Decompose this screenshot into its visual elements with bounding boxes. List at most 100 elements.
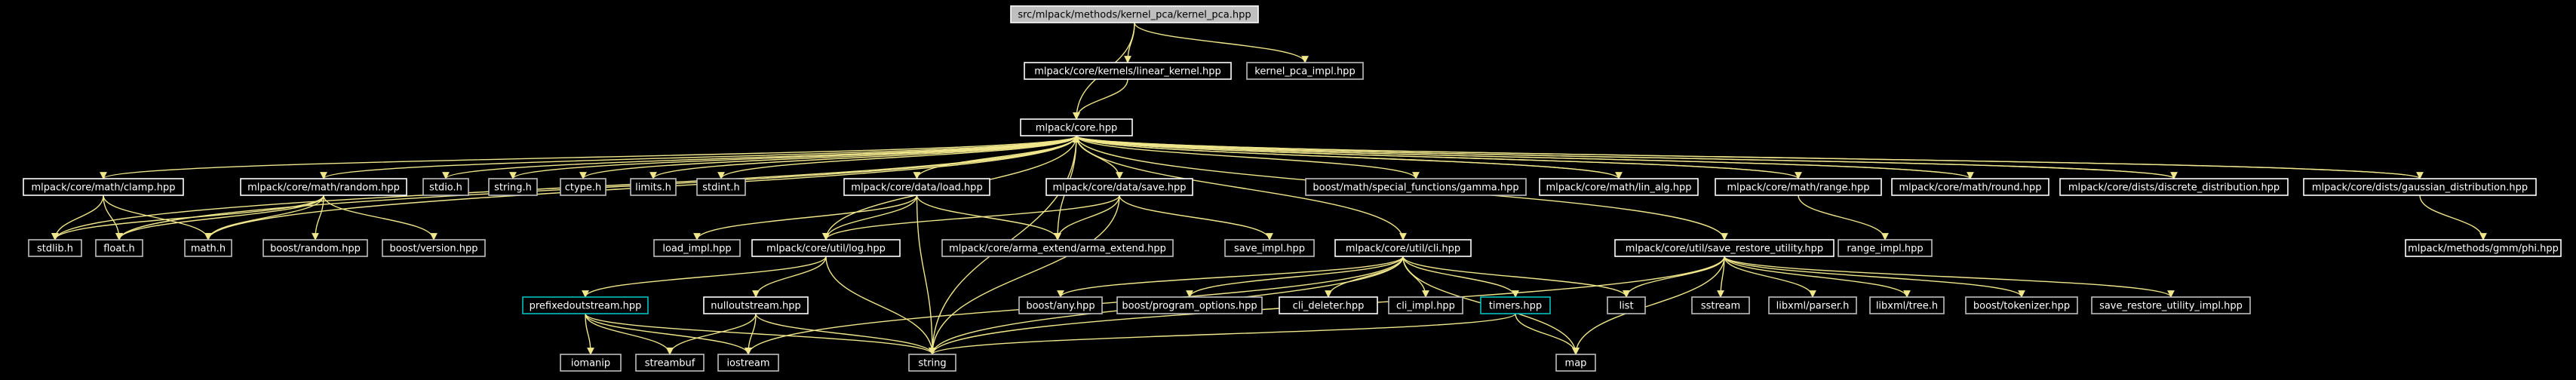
node-label: range_impl.hpp	[1847, 244, 1923, 255]
node-box	[941, 239, 1174, 257]
node-box	[2303, 178, 2537, 196]
node-nullout[interactable]: nulloutstream.hpp	[703, 296, 809, 314]
node-label: float.h	[103, 244, 135, 255]
edge-discrete-to-core	[1073, 135, 2175, 179]
node-box	[630, 178, 677, 196]
node-program-options[interactable]: boost/program_options.hpp	[1116, 296, 1263, 314]
node-stdio[interactable]: stdio.h	[422, 178, 469, 196]
edge-save_restore-to-sru_impl	[1724, 256, 2175, 298]
node-label: mlpack/core/kernels/linear_kernel.hpp	[1034, 66, 1220, 78]
node-root[interactable]: src/mlpack/methods/kernel_pca/kernel_pca…	[1010, 5, 1259, 23]
node-timers[interactable]: timers.hpp	[1480, 296, 1551, 314]
edge-prefixed-to-iostream	[585, 313, 752, 355]
node-label: iomanip	[571, 358, 610, 369]
node-clamp[interactable]: mlpack/core/math/clamp.hpp	[23, 178, 184, 196]
node-boost-version[interactable]: boost/version.hpp	[382, 239, 486, 257]
node-random[interactable]: mlpack/core/math/random.hpp	[240, 178, 407, 196]
node-label: streambuf	[645, 358, 695, 369]
node-string[interactable]: string	[908, 354, 956, 372]
node-core[interactable]: mlpack/core.hpp	[1020, 118, 1133, 136]
node-any[interactable]: boost/any.hpp	[1018, 296, 1103, 314]
node-box	[488, 178, 538, 196]
node-label: libxml/parser.h	[1776, 301, 1850, 312]
node-load[interactable]: mlpack/core/data/load.hpp	[843, 178, 990, 196]
node-label: ctype.h	[565, 182, 602, 194]
nodes-layer: src/mlpack/methods/kernel_pca/kernel_pca…	[23, 5, 2562, 372]
node-box	[1838, 239, 1933, 257]
node-box	[2091, 296, 2251, 314]
edge-save_restore-to-tree	[1724, 256, 1911, 298]
edge-save-to-string	[929, 195, 1120, 355]
edge-load-to-load_impl	[693, 195, 918, 241]
node-save[interactable]: mlpack/core/data/save.hpp	[1045, 178, 1193, 196]
node-box	[1691, 296, 1750, 314]
node-label: src/mlpack/methods/kernel_pca/kernel_pca…	[1018, 10, 1251, 21]
node-label: mlpack/core/math/range.hpp	[1727, 182, 1869, 194]
edge-prefixed-to-string	[585, 313, 936, 355]
node-box	[1869, 296, 1945, 314]
node-streambuf[interactable]: streambuf	[635, 354, 705, 372]
node-tokenizer[interactable]: boost/tokenizer.hpp	[1965, 296, 2078, 314]
node-box	[95, 239, 143, 257]
node-label: sstream	[1701, 301, 1740, 312]
edge-cli-to-timers	[1402, 256, 1519, 298]
node-save-impl[interactable]: save_impl.hpp	[1224, 239, 1315, 257]
edge-save-to-log	[822, 195, 1120, 241]
node-kernel-pca-impl[interactable]: kernel_pca_impl.hpp	[1246, 62, 1364, 80]
node-stdlib[interactable]: stdlib.h	[28, 239, 82, 257]
edge-timers-to-string	[929, 313, 1516, 355]
node-map[interactable]: map	[1555, 354, 1596, 372]
node-iomanip[interactable]: iomanip	[560, 354, 622, 372]
node-sstream[interactable]: sstream	[1691, 296, 1750, 314]
node-list[interactable]: list	[1607, 296, 1646, 314]
node-range[interactable]: mlpack/core/math/range.hpp	[1715, 178, 1882, 196]
node-string-h[interactable]: string.h	[488, 178, 538, 196]
node-box	[263, 239, 368, 257]
node-stdint[interactable]: stdint.h	[696, 178, 746, 196]
node-cli[interactable]: mlpack/core/util/cli.hpp	[1334, 239, 1472, 257]
node-load-impl[interactable]: load_impl.hpp	[653, 239, 741, 257]
node-round[interactable]: mlpack/core/math/round.hpp	[1891, 178, 2049, 196]
node-label: list	[1619, 301, 1633, 312]
edge-save-to-arma_extend	[1054, 195, 1120, 241]
node-box	[240, 178, 407, 196]
node-box	[696, 178, 746, 196]
node-prefixed[interactable]: prefixedoutstream.hpp	[522, 296, 649, 314]
node-label: math.h	[191, 244, 226, 255]
edge-range-to-range_impl	[1798, 195, 1889, 241]
node-sru-impl[interactable]: save_restore_utility_impl.hpp	[2091, 296, 2251, 314]
node-cli-impl[interactable]: cli_impl.hpp	[1388, 296, 1463, 314]
node-parser[interactable]: libxml/parser.h	[1768, 296, 1857, 314]
node-label: load_impl.hpp	[662, 244, 731, 255]
node-float[interactable]: float.h	[95, 239, 143, 257]
node-boost-random[interactable]: boost/random.hpp	[263, 239, 368, 257]
node-box	[1224, 239, 1315, 257]
edge-range-to-core	[1073, 135, 1799, 179]
node-log[interactable]: mlpack/core/util/log.hpp	[751, 239, 901, 257]
node-linear-kernel[interactable]: mlpack/core/kernels/linear_kernel.hpp	[1024, 62, 1232, 80]
node-discrete[interactable]: mlpack/core/dists/discrete_distribution.…	[2059, 178, 2289, 196]
node-limits[interactable]: limits.h	[630, 178, 677, 196]
node-box	[1539, 178, 1699, 196]
node-arma-extend[interactable]: mlpack/core/arma_extend/arma_extend.hpp	[941, 239, 1174, 257]
node-label: boost/program_options.hpp	[1122, 301, 1257, 312]
node-gaussian[interactable]: mlpack/core/dists/gaussian_distribution.…	[2303, 178, 2537, 196]
node-ctype[interactable]: ctype.h	[560, 178, 606, 196]
node-phi[interactable]: mlpack/methods/gmm/phi.hpp	[2405, 239, 2562, 257]
node-box	[653, 239, 741, 257]
node-iostream[interactable]: iostream	[717, 354, 779, 372]
node-lin-alg[interactable]: mlpack/core/math/lin_alg.hpp	[1539, 178, 1699, 196]
node-cli-deleter[interactable]: cli_deleter.hpp	[1279, 296, 1378, 314]
node-label: mlpack/core/data/save.hpp	[1052, 182, 1186, 194]
edge-core-to-ctype	[579, 135, 1077, 179]
node-range-impl[interactable]: range_impl.hpp	[1838, 239, 1933, 257]
node-math[interactable]: math.h	[184, 239, 232, 257]
node-tree[interactable]: libxml/tree.h	[1869, 296, 1945, 314]
node-save-restore[interactable]: mlpack/core/util/save_restore_utility.hp…	[1614, 239, 1835, 257]
edge-core-to-stdio	[442, 135, 1077, 179]
node-gamma[interactable]: boost/math/special_functions/gamma.hpp	[1305, 178, 1527, 196]
edge-save_restore-to-list	[1623, 256, 1725, 298]
node-box	[28, 239, 82, 257]
edge-save_restore-to-map	[1572, 256, 1725, 355]
